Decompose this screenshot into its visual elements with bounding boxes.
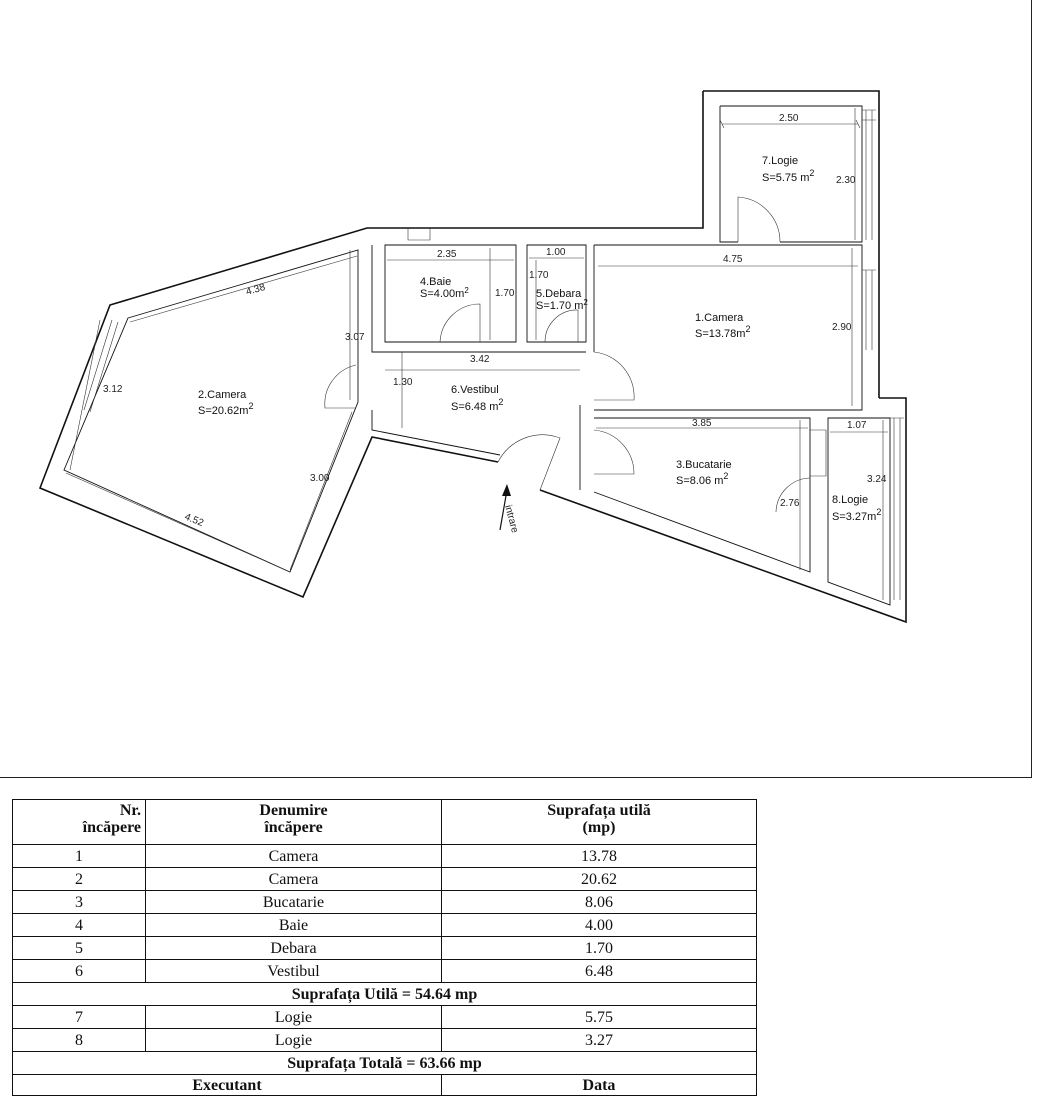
dim-bucatarie-h: 2.76 <box>780 498 800 509</box>
rooms-table: Nr. încăpere Denumire încăpere Suprafața… <box>12 799 757 1096</box>
entrance-label: intrare <box>502 504 520 535</box>
room-label-3: 3.Bucatarie S=8.06 m2 <box>676 459 732 487</box>
dim-camera2-inner: 3.00 <box>310 473 330 484</box>
table-row: 1 Camera 13.78 <box>12 844 757 868</box>
svg-text:S=4.00m2: S=4.00m2 <box>420 286 469 300</box>
dim-logie8-h: 3.24 <box>867 474 887 485</box>
table-row: 2 Camera 20.62 <box>12 867 757 891</box>
total-area: Suprafața Totală = 63.66 mp <box>12 1051 757 1075</box>
table-header-row: Nr. încăpere Denumire încăpere Suprafața… <box>12 799 757 845</box>
table-row: 6 Vestibul 6.48 <box>12 959 757 983</box>
dim-logie7-w: 2.50 <box>779 113 799 124</box>
floor-plan-frame <box>0 0 1032 778</box>
room-labels: 1.Camera S=13.78m2 2.Camera S=20.62m2 3.… <box>198 155 881 523</box>
floor-plan: 2.50 2.30 4.75 2.90 2.35 1.70 1.00 1.70 … <box>38 90 907 624</box>
dim-debara-w: 1.00 <box>546 247 566 258</box>
room-label-8: 8.Logie S=3.27m2 <box>832 494 881 523</box>
dim-debara-h: 1.70 <box>529 270 549 281</box>
table-row: 3 Bucatarie 8.06 <box>12 890 757 914</box>
svg-text:S=3.27m2: S=3.27m2 <box>832 507 881 523</box>
footer-executant: Executant <box>12 1074 442 1096</box>
svg-text:S=1.70 m2: S=1.70 m2 <box>536 298 588 312</box>
room-label-1: 1.Camera S=13.78m2 <box>695 312 750 340</box>
svg-text:S=20.62m2: S=20.62m2 <box>198 401 253 417</box>
header-name: Denumire încăpere <box>145 799 442 845</box>
dim-baie-w: 2.35 <box>437 249 457 260</box>
svg-text:8.Logie: 8.Logie <box>832 494 868 506</box>
entrance-arrow-icon <box>499 484 511 531</box>
svg-text:4.Baie: 4.Baie <box>420 276 451 288</box>
room-label-7: 7.Logie S=5.75 m2 <box>762 155 814 184</box>
dim-camera2-right: 3.07 <box>345 332 365 343</box>
dim-baie-h: 1.70 <box>495 288 515 299</box>
walls <box>38 90 907 624</box>
table-row: 7 Logie 5.75 <box>12 1005 757 1029</box>
table-row: 5 Debara 1.70 <box>12 936 757 960</box>
dim-logie8-w: 1.07 <box>847 420 867 431</box>
dim-logie7-h: 2.30 <box>836 175 856 186</box>
footer-data: Data <box>441 1074 757 1096</box>
header-nr: Nr. încăpere <box>12 799 146 845</box>
svg-text:2.Camera: 2.Camera <box>198 389 247 401</box>
dim-bucatarie-w: 3.85 <box>692 418 712 429</box>
svg-text:6.Vestibul: 6.Vestibul <box>451 384 499 396</box>
total-row: Suprafața Totală = 63.66 mp <box>12 1051 757 1075</box>
room-label-2: 2.Camera S=20.62m2 <box>198 389 253 417</box>
doors <box>324 196 827 513</box>
room-label-6: 6.Vestibul S=6.48 m2 <box>451 384 503 413</box>
table-row: 8 Logie 3.27 <box>12 1028 757 1052</box>
dimension-lines <box>65 108 888 600</box>
svg-text:S=5.75 m2: S=5.75 m2 <box>762 168 814 184</box>
subtotal-useful-area: Suprafața Utilă = 54.64 mp <box>12 982 757 1006</box>
dim-camera2-bottom: 4.52 <box>183 512 206 530</box>
svg-text:7.Logie: 7.Logie <box>762 155 798 167</box>
dim-vestibul-h: 1.30 <box>393 377 413 388</box>
svg-text:S=6.48 m2: S=6.48 m2 <box>451 397 503 413</box>
dim-camera2-top: 4.38 <box>245 282 267 298</box>
dim-camera1-w: 4.75 <box>723 254 743 265</box>
table-footer-row: Executant Data <box>12 1074 757 1096</box>
table-row: 4 Baie 4.00 <box>12 913 757 937</box>
svg-text:3.Bucatarie: 3.Bucatarie <box>676 459 732 471</box>
subtotal-row: Suprafața Utilă = 54.64 mp <box>12 982 757 1006</box>
svg-text:S=8.06 m2: S=8.06 m2 <box>676 471 728 487</box>
dim-camera1-h: 2.90 <box>832 322 852 333</box>
header-area: Suprafața utilă (mp) <box>441 799 757 845</box>
dim-camera2-left: 3.12 <box>103 384 123 395</box>
room-label-4: 4.Baie S=4.00m2 <box>420 276 469 300</box>
svg-text:S=13.78m2: S=13.78m2 <box>695 324 750 340</box>
dim-vestibul-w: 3.42 <box>470 354 490 365</box>
room-label-5: 5.Debara S=1.70 m2 <box>536 288 588 312</box>
svg-text:5.Debara: 5.Debara <box>536 288 582 300</box>
svg-text:1.Camera: 1.Camera <box>695 312 744 324</box>
